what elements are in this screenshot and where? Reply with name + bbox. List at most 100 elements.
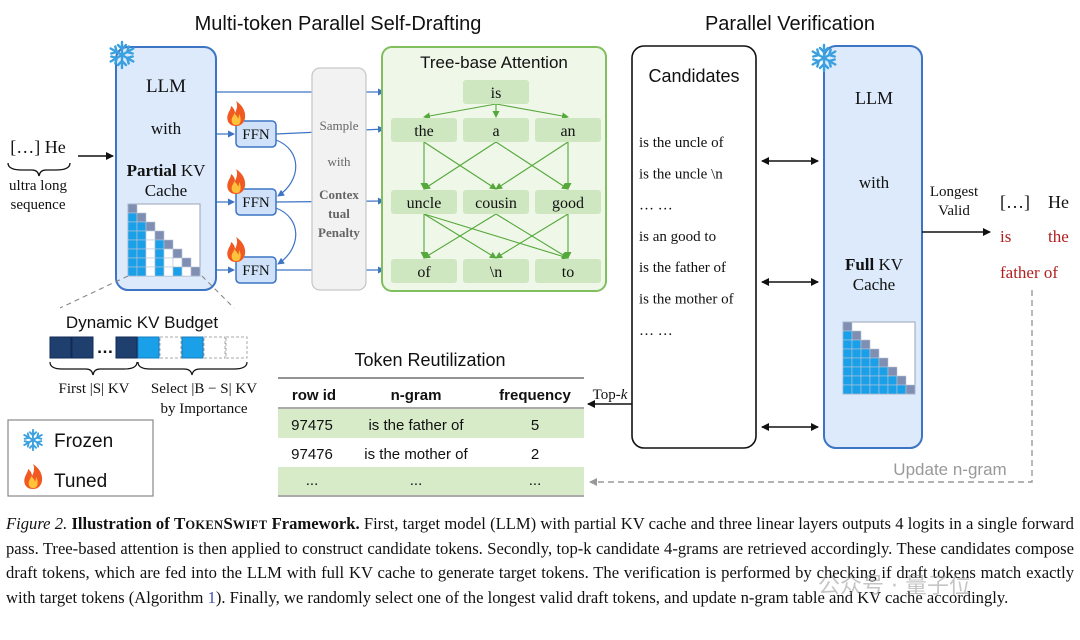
candidate-item: is the mother of <box>639 292 734 308</box>
kv-matrix-cell <box>905 384 916 395</box>
tree-edge <box>423 213 569 260</box>
full-kv-matrix <box>842 321 916 395</box>
longest-valid-line1: Longest <box>930 184 979 200</box>
reutilization-title: Token Reutilization <box>354 350 505 370</box>
legend-tuned-label: Tuned <box>54 471 107 492</box>
kv-matrix-cell <box>887 375 898 386</box>
tree-node-label: an <box>560 123 575 140</box>
ffn-block-1: FFN <box>235 120 277 148</box>
tree-node-label: good <box>552 195 584 212</box>
tree-edge <box>423 213 497 259</box>
table-cell: is the mother of <box>364 446 468 463</box>
kv-matrix-cell <box>154 266 165 277</box>
candidate-item: is an good to <box>639 229 716 245</box>
ffn-chain-arrow <box>275 139 297 197</box>
output-is: is <box>1000 227 1011 246</box>
candidate-item: is the uncle \n <box>639 166 723 182</box>
kv-matrix-cell <box>851 357 862 368</box>
tree-attention-title: Tree-base Attention <box>420 53 568 72</box>
kv-matrix-cell <box>851 330 862 341</box>
kv-projection-line <box>201 275 235 309</box>
llm-left-with: with <box>151 119 182 138</box>
kv-matrix-cell <box>869 384 880 395</box>
llm-left-title: LLM <box>146 76 186 97</box>
kv-cell-dropped <box>225 336 248 359</box>
tree-node: a <box>463 118 529 142</box>
caption-text-end: ). Finally, we randomly select one of th… <box>215 587 1009 607</box>
framework-diagram: Multi-token Parallel Self-Drafting Paral… <box>7 13 1069 497</box>
tree-edge <box>423 103 497 120</box>
kv-matrix-cell <box>887 366 898 377</box>
kv-matrix-cell <box>842 384 853 395</box>
tree-edges <box>420 103 572 260</box>
tree-node-label: of <box>417 264 431 281</box>
sampler-box <box>311 67 367 291</box>
kv-matrix-cell <box>145 266 156 277</box>
table-cell: ... <box>306 472 319 489</box>
kv-matrix-cell <box>163 248 174 259</box>
ffn-chain-arrow <box>275 207 297 265</box>
caption-label: Figure 2. <box>6 514 68 533</box>
caption-text: First, target model (LLM) with partial K… <box>6 514 1074 607</box>
kv-matrix-cell <box>136 248 147 259</box>
first-kv-brace <box>49 361 138 376</box>
kv-ellipsis: … <box>97 338 114 357</box>
kv-matrix-cell <box>869 366 880 377</box>
kv-cell-dropped <box>203 336 226 359</box>
kv-matrix-cell <box>163 257 174 268</box>
kv-matrix-cell <box>896 375 907 386</box>
flame-icon <box>227 237 246 262</box>
kv-matrix-cell <box>851 384 862 395</box>
tree-node-label: is <box>491 85 502 102</box>
kv-matrix-cell <box>163 239 174 250</box>
table-cell: 97475 <box>291 417 333 434</box>
kv-cell-first <box>49 336 72 359</box>
kv-matrix-cell <box>851 366 862 377</box>
kv-matrix-cell <box>172 248 183 259</box>
sampler-line4: tual <box>328 206 350 221</box>
candidates-title: Candidates <box>648 66 739 86</box>
table-cell: ... <box>529 472 542 489</box>
kv-matrix-cell <box>878 384 889 395</box>
llm-right-kv: Full KV <box>845 255 904 274</box>
kv-matrix-cell <box>190 266 201 277</box>
ffn-block-3: FFN <box>235 256 277 284</box>
ffn-block-2: FFN <box>235 188 277 216</box>
longest-valid-line2: Valid <box>938 203 970 219</box>
update-ngram-label: Update n-gram <box>893 460 1006 479</box>
tree-node: of <box>391 259 457 283</box>
input-prefix: […] He <box>10 137 65 157</box>
table-header-ngram: n-gram <box>391 387 442 404</box>
kv-matrix-cell <box>127 203 138 214</box>
kv-matrix-cell <box>154 257 165 268</box>
kv-matrix-cell <box>851 375 862 386</box>
kv-matrix-cell <box>869 375 880 386</box>
kv-matrix-cell <box>878 366 889 377</box>
kv-matrix-cell <box>860 357 871 368</box>
kv-matrix-cell <box>127 230 138 241</box>
kv-matrix-cell <box>860 348 871 359</box>
llm-right-with: with <box>859 173 890 192</box>
kv-cell-first <box>115 336 138 359</box>
kv-matrix-cell <box>127 239 138 250</box>
kv-matrix-cell <box>145 239 156 250</box>
tree-edge <box>495 213 569 259</box>
table-cell: 2 <box>531 446 539 463</box>
kv-matrix-cell <box>154 230 165 241</box>
tree-edge <box>495 103 569 120</box>
kv-matrix-cell <box>172 257 183 268</box>
verification-title: Parallel Verification <box>705 13 875 35</box>
output-he: He <box>1048 192 1069 212</box>
kv-matrix-cell <box>172 266 183 277</box>
input-desc-line1: ultra long <box>9 178 67 194</box>
llm-right-title: LLM <box>855 88 893 108</box>
kv-matrix-cell <box>154 239 165 250</box>
figure-caption: Figure 2. Illustration of TOKENSWIFT Fra… <box>6 512 1074 610</box>
kv-matrix-cell <box>127 221 138 232</box>
llm-right-cache: Cache <box>853 275 895 294</box>
ffn-label: FFN <box>242 263 270 279</box>
table-row: 97475 is the father of 5 <box>291 417 539 434</box>
sampler-line3: Contex <box>319 187 359 202</box>
kv-matrix-cell <box>145 230 156 241</box>
algorithm-link[interactable]: 1 <box>207 587 216 607</box>
